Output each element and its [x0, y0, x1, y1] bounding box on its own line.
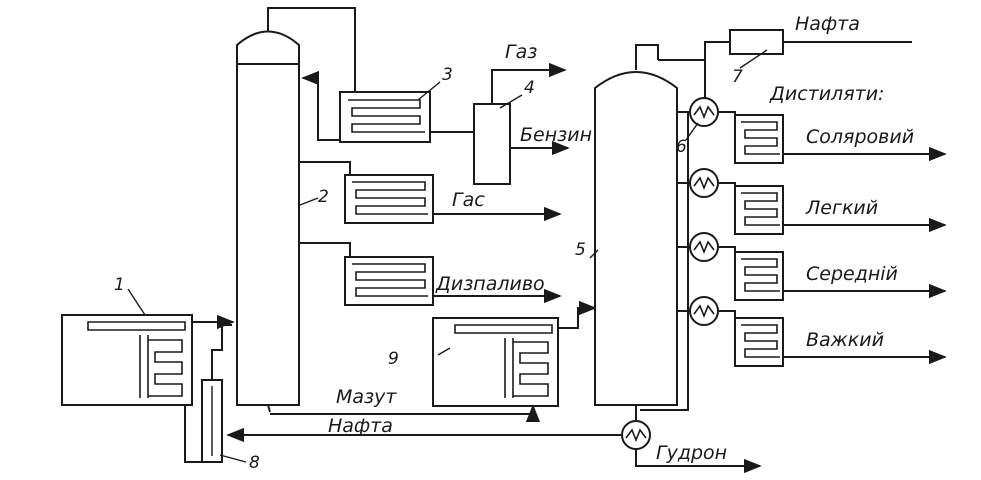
label-diesel: Дизпаливо	[435, 273, 545, 295]
furnace-coil-vertical	[139, 335, 149, 398]
number-2: 2	[318, 187, 329, 207]
label-benzin: Бензин	[520, 124, 592, 146]
furnace-coil-radiant	[148, 339, 183, 397]
number-7: 7	[732, 67, 743, 87]
unit-7	[729, 29, 784, 55]
label-naphtha-return: Нафта	[328, 415, 393, 437]
heat-exchanger-bottom	[621, 420, 651, 450]
number-6: 6	[676, 137, 687, 157]
number-4: 4	[524, 78, 535, 98]
number-8: 8	[249, 453, 260, 473]
label-solar: Соляровий	[806, 126, 914, 148]
label-gaz: Газ	[505, 41, 537, 63]
cooler-solar	[718, 111, 947, 164]
label-naphtha-feed: Нафта	[795, 13, 860, 35]
label-gudron: Гудрон	[656, 442, 727, 464]
label-medium: Середній	[806, 263, 898, 285]
number-1: 1	[114, 275, 125, 295]
condenser-3	[339, 91, 431, 143]
number-9: 9	[388, 349, 399, 369]
label-distillates: Дистиляти:	[769, 83, 884, 105]
heat-exchanger-2	[689, 168, 719, 198]
label-light: Легкий	[805, 197, 878, 219]
number-5: 5	[575, 240, 586, 260]
column-5	[594, 71, 678, 406]
number-3: 3	[442, 65, 453, 85]
furnace-9	[432, 317, 559, 407]
label-heavy: Важкий	[806, 329, 884, 351]
label-mazut: Мазут	[336, 386, 397, 408]
furnace-coil-top	[87, 321, 186, 331]
cooler-heavy	[718, 310, 947, 367]
separator-4	[473, 103, 511, 185]
heat-exchanger-4	[689, 296, 719, 326]
column-2	[236, 30, 300, 406]
label-gas: Гас	[452, 189, 485, 211]
heat-exchanger-1	[689, 97, 719, 127]
heat-exchanger-3	[689, 232, 719, 262]
cooler-medium	[718, 246, 947, 301]
kerosene-cooler	[344, 174, 434, 224]
cooler-light	[718, 182, 947, 235]
furnace-1	[61, 314, 193, 406]
diesel-cooler	[344, 256, 434, 306]
